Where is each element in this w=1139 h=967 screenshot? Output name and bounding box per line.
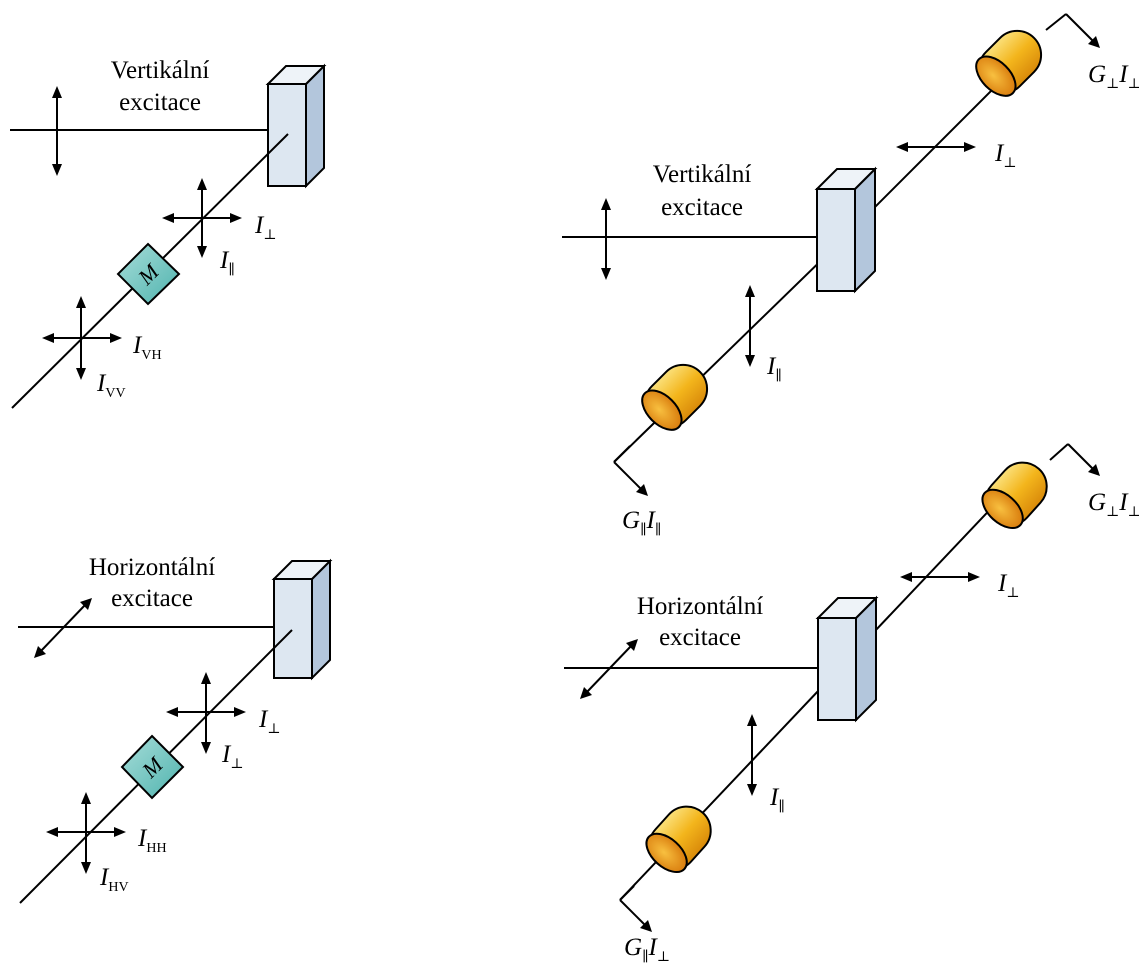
detector-upper [975,29,1043,97]
excitation-label-line1: Vertikální [653,161,752,188]
excitation-label-line2: excitace [111,585,193,612]
cuvette [814,166,878,294]
detector-lower [641,363,709,431]
label-g-par-i-par-lower: G∥I∥ [622,507,661,538]
excitation-label-line2: excitace [659,624,741,651]
label-i-hh: IHH [137,825,167,856]
label-i-vh: IVH [132,332,162,363]
excitation-label-line2: excitace [661,194,743,221]
label-i-perp: I⊥ [254,212,277,243]
polarization-cross-lower [46,792,126,874]
cuvette [815,595,879,723]
polarization-arrow-upper [896,142,976,152]
excitation-label-line1: Vertikální [111,57,210,84]
polarization-cross-lower [42,296,122,380]
label-i-vv: IVV [96,370,126,401]
label-g-perp-i-perp-upper: G⊥I⊥ [1088,61,1139,92]
excitation-label-line1: Horizontální [637,593,763,620]
panel-bottom-right-horizontal-dual-detector: Horizontální excitace G⊥I⊥ [564,443,1139,965]
panel-top-right-vertical-dual-detector: Vertikální excitace G⊥I⊥ [562,13,1139,538]
monochromator: M [116,242,181,306]
emission-beam-lower [613,245,837,463]
polarization-cross-upper [162,178,242,258]
label-i-parallel: I∥ [766,353,782,384]
panel-top-left-vertical-monochromator: Vertikální excitace I⊥ I∥ M [10,57,327,409]
cuvette [265,63,327,189]
detector-upper [981,461,1048,529]
label-i-perp: I⊥ [997,570,1020,601]
label-i-perp: I⊥ [994,140,1017,171]
vertical-polarization-arrow [52,86,62,176]
monochromator: M [120,734,185,800]
detector-upper-output-arrow [1049,443,1100,476]
excitation-label-line1: Horizontální [89,554,215,581]
label-i-perp: I⊥ [258,706,281,737]
excitation-label-line2: excitace [119,89,201,116]
detector-lower [645,805,712,873]
panel-bottom-left-horizontal-monochromator: Horizontální excitace I⊥ I⊥ M [18,554,333,904]
polarization-arrow-upper [900,572,980,582]
label-i-parallel: I∥ [769,784,785,815]
label-g-par-i-perp-lower: G∥I⊥ [624,934,670,965]
vertical-polarization-arrow [601,198,611,280]
detector-lower-output-arrow [613,445,648,496]
polarization-cross-upper [166,672,246,754]
label-g-perp-i-perp-upper: G⊥I⊥ [1088,489,1139,520]
cuvette [271,558,333,681]
detector-upper-output-arrow [1045,13,1100,48]
polarization-arrow-lower [747,714,757,796]
horizontal-polarization-arrow [580,639,638,699]
polarization-arrow-lower [745,285,755,367]
horizontal-polarization-arrow [34,598,92,658]
emission-beam-lower [619,669,839,901]
detector-lower-output-arrow [619,885,652,932]
label-i-hv: IHV [99,864,129,895]
label-i-perp-2: I⊥ [221,741,244,772]
label-i-parallel: I∥ [219,247,235,278]
